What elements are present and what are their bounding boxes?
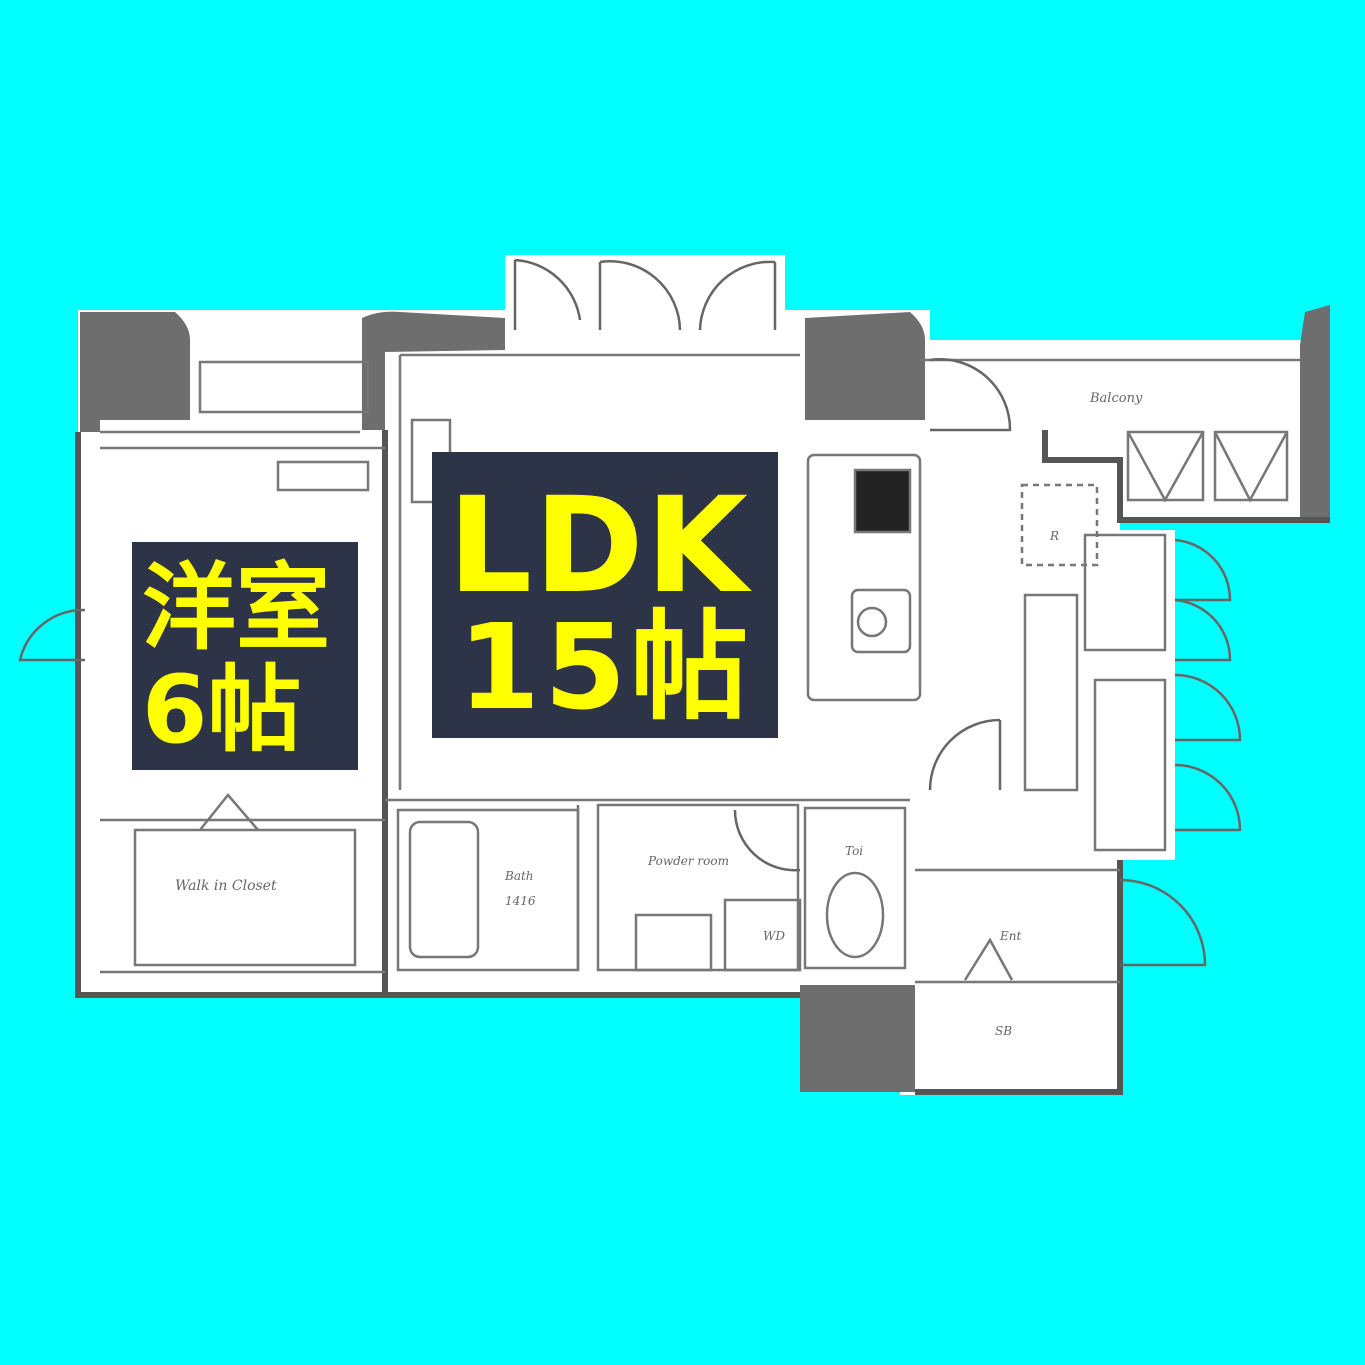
ldk-room-size: 15帖 bbox=[458, 598, 753, 736]
bath-size-label: 1416 bbox=[505, 894, 536, 908]
walk-in-closet-label: Walk in Closet bbox=[175, 878, 277, 894]
bath-label: Bath bbox=[504, 869, 534, 883]
western-room-size: 6帖 bbox=[142, 656, 302, 765]
ldk-room-name: LDK bbox=[448, 469, 750, 623]
western-room-label-box: 洋室 6帖 bbox=[132, 542, 358, 770]
small-labels: Balcony Walk in Closet Bath 1416 Powder … bbox=[175, 391, 1143, 1038]
powder-room-label: Powder room bbox=[647, 854, 729, 868]
western-room-name: 洋室 bbox=[142, 554, 331, 663]
shoe-box-label: SB bbox=[995, 1024, 1012, 1038]
walls bbox=[75, 430, 1330, 1095]
refrigerator-label: R bbox=[1049, 529, 1059, 543]
balcony-label: Balcony bbox=[1089, 391, 1143, 406]
entrance-label: Ent bbox=[999, 929, 1021, 943]
washing-machine-label: WD bbox=[763, 929, 785, 943]
door-swings bbox=[18, 258, 1242, 967]
structural-columns bbox=[80, 305, 1330, 1092]
ldk-label-box: LDK 15帖 bbox=[432, 452, 778, 738]
toilet-label: Toi bbox=[845, 844, 863, 858]
floor-area bbox=[78, 255, 1330, 1095]
